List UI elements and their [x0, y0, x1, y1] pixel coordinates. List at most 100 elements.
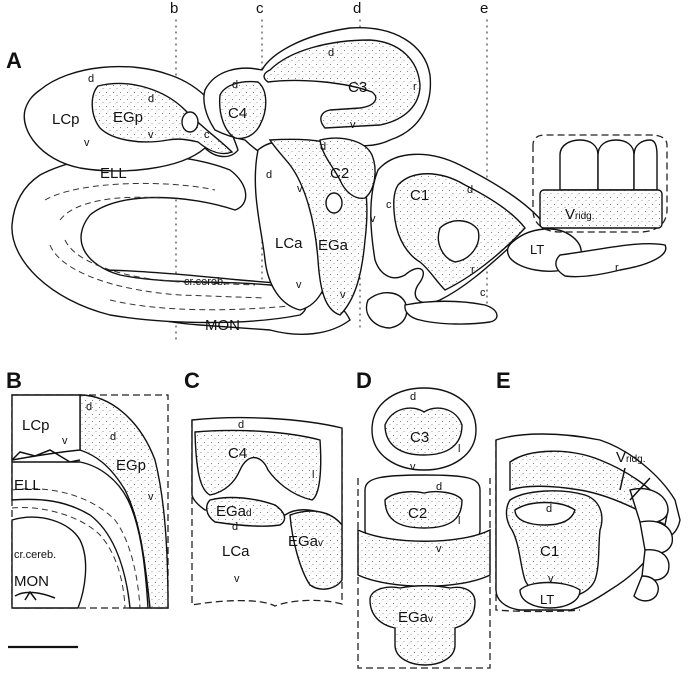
b-ell [11, 461, 149, 609]
panel-b: B LCp d v d EGp v ELL cr.cereb. MON [6, 368, 169, 609]
label-a-c4: C4 [228, 105, 247, 122]
label-b-lcp: LCp [22, 417, 50, 434]
label-a-c1: C1 [410, 187, 429, 204]
label-e-c1: C1 [540, 543, 559, 560]
label-d-c2: C2 [408, 505, 427, 522]
label-c-c4: C4 [228, 445, 247, 462]
label-a-c-c2: c [386, 199, 392, 211]
label-a-d-c1: d [467, 184, 473, 196]
panel-d: D d C3 l v d C2 l v EGav [356, 368, 491, 669]
label-a-ell: ELL [100, 165, 127, 182]
label-a-r-c1: r [471, 264, 475, 276]
panel-label-b: B [6, 368, 22, 393]
panel-c-box [191, 420, 343, 607]
c-c4 [194, 429, 322, 501]
label-a-v-lca: v [296, 279, 302, 291]
label-a-v-c2: v [370, 213, 376, 225]
label-c-v: v [234, 573, 240, 585]
section-label-c: c [256, 0, 264, 17]
label-b-ell: ELL [14, 477, 41, 494]
region-rostral-band [555, 242, 667, 278]
panel-e-box [495, 440, 581, 613]
d-c2 [384, 491, 463, 529]
c2-node [325, 192, 343, 214]
region-lower-lobe [365, 292, 408, 329]
label-a-v-egp: v [148, 129, 154, 141]
label-a-d-egp: d [148, 93, 154, 105]
label-a-ega: EGa [318, 237, 349, 254]
region-egp [91, 82, 234, 155]
e-ridge-3 [641, 549, 670, 581]
label-b-cr-cereb: cr.cereb. [14, 549, 56, 561]
b-lcp [11, 394, 81, 461]
e-v-cap [519, 581, 581, 609]
label-e-lt: LT [540, 592, 554, 607]
label-a-lcp: LCp [52, 111, 80, 128]
panel-label-d: D [356, 368, 372, 393]
label-b-egp: EGp [116, 457, 146, 474]
d-ega-v [369, 585, 476, 666]
panel-a: A [6, 27, 668, 335]
label-a-r-lt: r [615, 262, 619, 274]
label-a-c3: C3 [348, 79, 367, 96]
panel-label-e: E [496, 368, 511, 393]
ridge-3 [633, 139, 658, 191]
label-c-ega-d: EGad [216, 503, 252, 520]
label-a-v-lca-top: v [297, 183, 303, 195]
label-d-ega-v: EGav [398, 609, 433, 626]
label-a-v-ega: v [340, 289, 346, 301]
e-vridg-pointer [619, 467, 651, 501]
ridge-2 [597, 139, 635, 191]
d-v-band [357, 528, 491, 587]
label-c-l: l [312, 469, 314, 481]
e-ridge-4 [633, 575, 659, 602]
region-c3 [263, 39, 421, 129]
label-a-d-lcp: d [88, 73, 94, 85]
ridge-1 [559, 139, 599, 191]
label-d-l-top: l [458, 443, 460, 455]
valvula-dashed-box [532, 134, 668, 233]
label-a-d-lca: d [266, 169, 272, 181]
label-a-cr-cereb: cr.cereb. [184, 276, 226, 288]
label-a-d-c2: d [320, 141, 326, 153]
valvula-ridges [532, 134, 668, 233]
label-a-d-c4: d [232, 79, 238, 91]
region-c4 [218, 80, 267, 140]
label-a-r-c3: r [413, 81, 417, 93]
label-c-lca: LCa [222, 543, 250, 560]
label-a-egp: EGp [113, 109, 143, 126]
e-band [509, 450, 669, 527]
label-a-vridg: Vridg. [565, 206, 594, 223]
region-ell [11, 154, 307, 324]
valvula-body [539, 189, 663, 229]
section-lines: b c d e [170, 0, 488, 341]
e-d-cap [514, 501, 576, 526]
panel-c: C d C4 l EGad d EGav LCa v [184, 368, 343, 607]
section-label-b: b [170, 0, 178, 17]
label-c-d-top: d [238, 419, 244, 431]
label-b-d-top: d [86, 401, 92, 413]
label-d-c3: C3 [410, 429, 429, 446]
label-d-d-mid: d [436, 481, 442, 493]
label-a-c2: C2 [330, 165, 349, 182]
panel-e: E Vridg. d C1 v LT [495, 368, 681, 613]
egp-node [181, 111, 199, 133]
label-a-lca: LCa [275, 235, 303, 252]
d-c3 [384, 407, 463, 456]
b-egp [79, 394, 169, 609]
label-e-v: v [548, 573, 554, 585]
label-a-lt: LT [530, 242, 544, 257]
region-ventral-strip [404, 300, 498, 325]
section-label-d: d [353, 0, 361, 17]
panel-d-box [357, 478, 491, 669]
label-c-ega-v: EGav [288, 533, 323, 550]
label-c-d-mid: d [232, 521, 238, 533]
c-ega-v [289, 510, 343, 590]
label-a-v-lcp: v [84, 137, 90, 149]
label-d-l-mid: l [458, 515, 460, 527]
label-b-mon: MON [14, 573, 49, 590]
label-b-v-lcp: v [62, 435, 68, 447]
label-b-v-egp: v [148, 491, 154, 503]
label-a-v-c3: v [350, 119, 356, 131]
